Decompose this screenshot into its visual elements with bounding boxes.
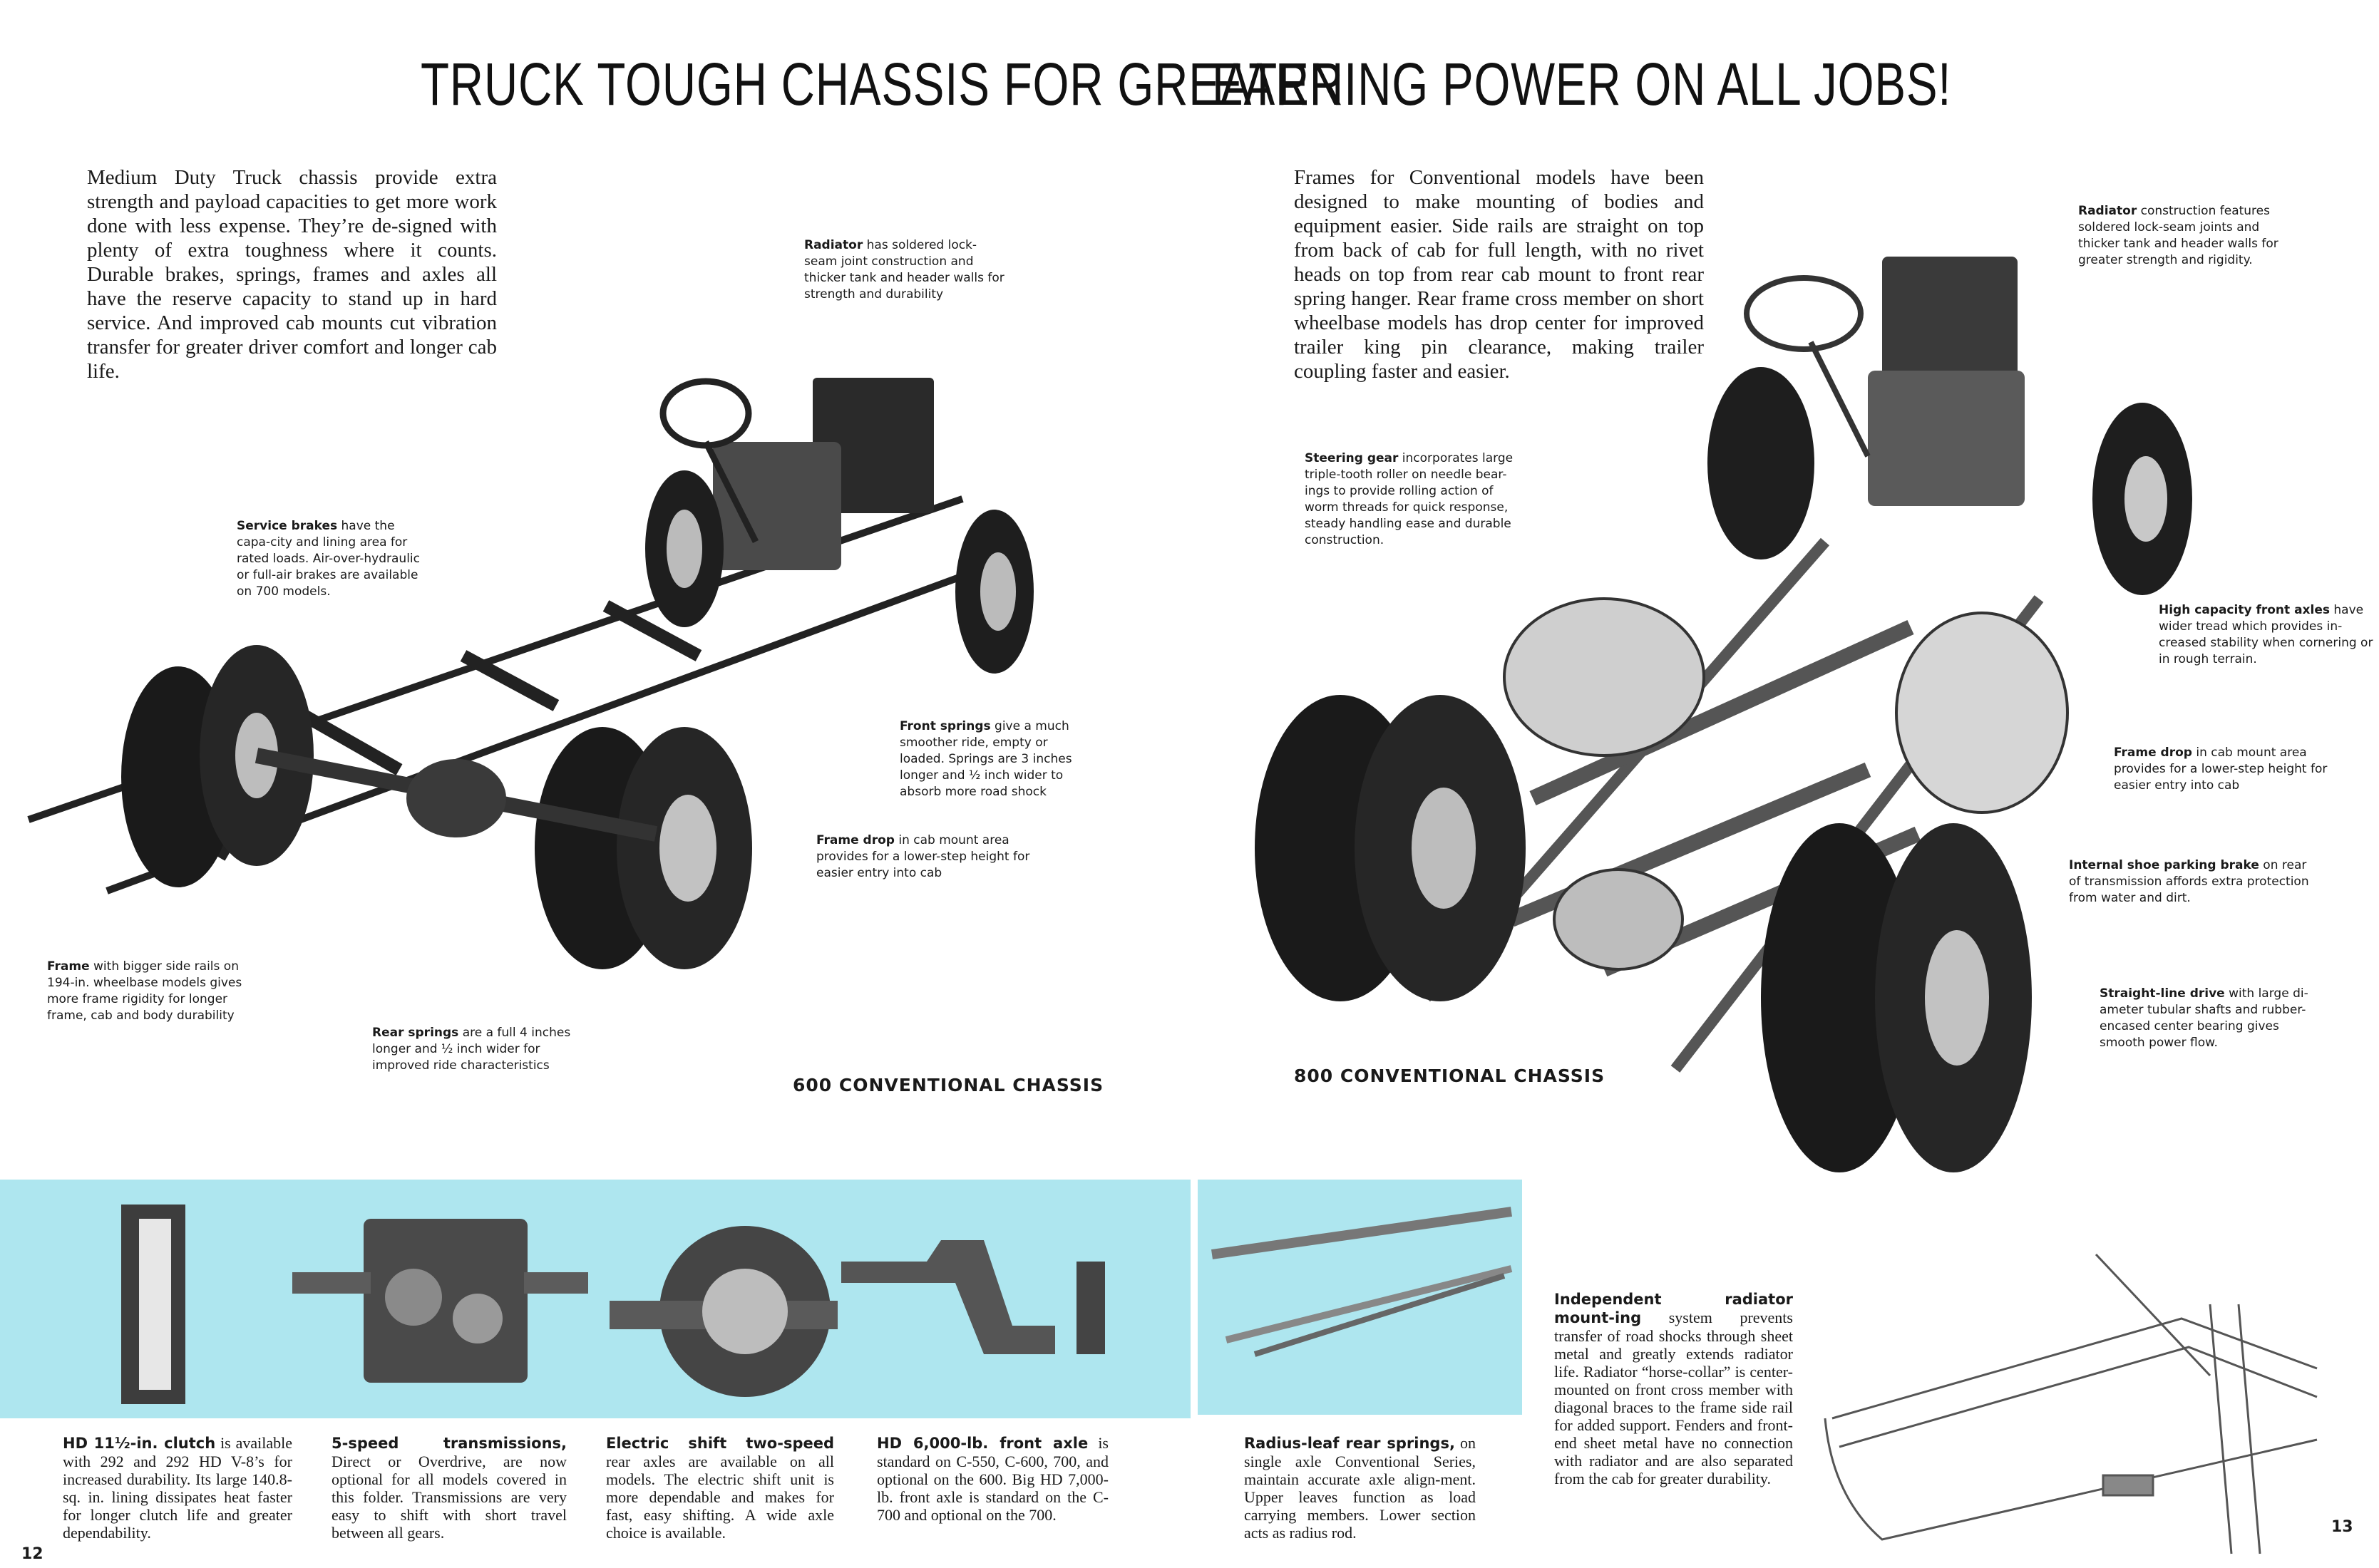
- page-number-right: 13: [2331, 1518, 2353, 1536]
- page-number-left: 12: [21, 1545, 43, 1563]
- caption-clutch: HD 11½-in. clutch is available with 292 …: [63, 1434, 292, 1542]
- rear-wheels-left-800: [1255, 695, 1526, 1001]
- callout-steering-gear: Steering gear incorporates large triple-…: [1305, 451, 1514, 547]
- caption-radius-leaf: Radius-leaf rear springs, on single axle…: [1244, 1434, 1476, 1542]
- radius-leaf-springs-illustration: [1211, 1207, 1513, 1357]
- two-speed-axle-illustration: [610, 1226, 838, 1397]
- rear-wheels-right-600: [535, 727, 752, 969]
- caption-front-axle: HD 6,000-lb. front axle is standard on C…: [877, 1434, 1109, 1524]
- front-wheel-left-600: [645, 470, 724, 627]
- callout-front-axles: High capacity front axles have wider tre…: [2159, 603, 2373, 666]
- transmission-illustration: [292, 1219, 588, 1383]
- left-intro: Medium Duty Truck chassis provide extra …: [87, 166, 497, 383]
- caption-two-speed: Electric shift two-speed rear axles are …: [606, 1435, 834, 1542]
- front-wheel-right-800: [2092, 403, 2192, 595]
- caption-800: 800 CONVENTIONAL CHASSIS: [1294, 1066, 1605, 1086]
- callout-parking-brake: Internal shoe parking brake on rear of t…: [2069, 858, 2309, 905]
- front-axle-illustration: [841, 1240, 1105, 1354]
- front-wheel-right-600: [955, 510, 1034, 674]
- fuel-tank-left: [1503, 597, 1705, 757]
- callout-frame-drop-800: Frame drop in cab mount area provides fo…: [2114, 746, 2328, 793]
- callout-front-springs: Front springs give a much smoother ride,…: [900, 719, 1072, 799]
- caption-radiator-mounting: Independent radiator mount-ing system pr…: [1554, 1291, 1793, 1487]
- callout-frame: Frame with bigger side rails on 194-in. …: [47, 959, 242, 1023]
- rear-wheels-right-800: [1761, 823, 2032, 1172]
- headline-right: EARNING POWER ON ALL JOBS!: [1212, 51, 1952, 118]
- radiator-mounting-illustration: [1824, 1253, 2318, 1554]
- right-intro: Frames for Conventional models have been…: [1294, 166, 1704, 383]
- callout-frame-drop-600: Frame drop in cab mount area provides fo…: [816, 833, 1030, 880]
- callout-service-brakes: Service brakes have the capa-city and li…: [237, 519, 420, 599]
- callout-rear-springs: Rear springs are a full 4 inches longer …: [372, 1026, 571, 1073]
- fuel-tank-right: [1895, 612, 2069, 814]
- headline-left: TRUCK TOUGH CHASSIS FOR GREATER: [421, 51, 1344, 118]
- clutch-illustration: [121, 1205, 185, 1404]
- callout-radiator-800: Radiator construction features soldered …: [2078, 204, 2278, 267]
- callout-straight-line-drive: Straight-line drive with large di-ameter…: [2100, 986, 2308, 1050]
- callout-radiator-600: Radiator has soldered lock-seam joint co…: [804, 238, 1004, 301]
- caption-transmissions: 5-speed transmissions, Direct or Overdri…: [332, 1435, 567, 1542]
- front-wheel-left-800: [1707, 367, 1814, 559]
- caption-600: 600 CONVENTIONAL CHASSIS: [793, 1075, 1104, 1095]
